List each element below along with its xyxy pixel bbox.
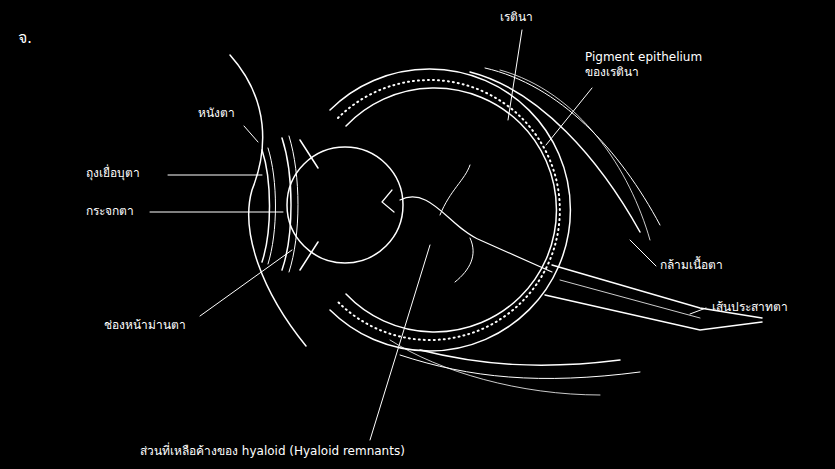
part-label: ถุงเยื่อบุตา xyxy=(86,166,140,181)
part-label: เรตินา xyxy=(500,10,533,25)
section-letter: จ. xyxy=(18,28,32,48)
part-label: กล้ามเนื้อตา xyxy=(660,258,723,273)
part-label: ช่องหน้าม่านตา xyxy=(104,318,186,333)
part-label: เส้นประสาทตา xyxy=(712,300,788,315)
part-label: กระจกตา xyxy=(86,204,134,219)
part-label: ส่วนที่เหลือค้างของ hyaloid (Hyaloid rem… xyxy=(140,444,405,459)
part-label: Pigment epithelium ของเรตินา xyxy=(585,50,725,80)
part-label: หนังตา xyxy=(198,106,235,121)
